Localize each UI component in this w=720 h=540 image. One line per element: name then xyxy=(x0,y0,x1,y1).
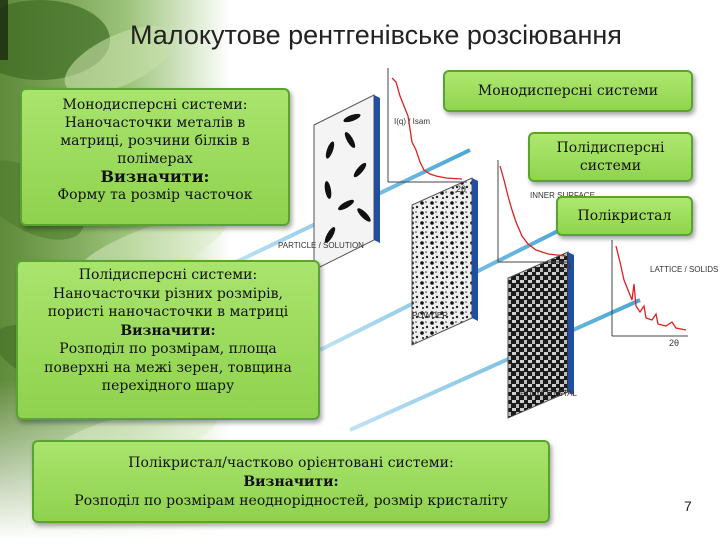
sample-panel-polycrystal xyxy=(507,251,574,419)
sample-label-particle: PARTICLE / SOLUTION xyxy=(278,241,364,250)
curve-1-xlabel: 2θ xyxy=(456,184,466,194)
poly-determine: Визначити: xyxy=(120,322,216,339)
label-polydisperse: Полідисперсні системи xyxy=(528,132,693,182)
label-polycrystal: Полікристал xyxy=(556,196,693,236)
mono-determine: Визначити: xyxy=(100,167,210,186)
page-title: Малокутове рентгенівське розсіювання xyxy=(130,20,622,50)
page-number: 7 xyxy=(684,498,692,514)
curve-3-ylabel: LATTICE / SOLIDS xyxy=(650,265,718,274)
poly-heading: Полідисперсні системи: xyxy=(78,267,258,283)
label-polydisperse-line1: Полідисперсні xyxy=(556,140,665,156)
sample-panel-monodisperse xyxy=(313,94,380,271)
curve-1-ylabel: I(q) / Isam xyxy=(394,117,430,126)
poly-line1: Наночасточки різних розмірів, xyxy=(53,285,283,302)
curve-2-xlabel: 2θ xyxy=(561,262,571,272)
label-monodisperse: Монодисперсні системи xyxy=(443,70,693,112)
cryst-determine: Визначити: xyxy=(243,474,339,490)
sample-label-powder: POWDER xyxy=(412,311,448,320)
scattering-curve-1 xyxy=(387,68,465,183)
curve-3-xlabel: 2θ xyxy=(669,338,679,348)
scattering-curve-3 xyxy=(611,240,688,337)
mono-task: Форму та розмір часточок xyxy=(57,187,253,203)
info-box-polydisperse: Полідисперсні системи: Наночасточки різн… xyxy=(16,260,320,420)
scattering-curve-2 xyxy=(497,160,570,263)
mono-heading: Монодисперсні системи: xyxy=(62,97,248,113)
xray-beam-3 xyxy=(349,298,641,432)
mono-line1: Наночасточки металів в xyxy=(64,115,246,131)
sample-panel-polydisperse xyxy=(411,177,478,346)
cryst-task: Розподіл по розмірам неоднорідностей, ро… xyxy=(74,493,508,509)
cryst-heading: Полікристал/частково орієнтовані системи… xyxy=(128,455,454,471)
mono-line3: полімерах xyxy=(117,151,193,167)
poly-line2: пористі наночасточки в матриці xyxy=(47,304,289,320)
poly-task3: перехідного шару xyxy=(101,378,235,394)
info-box-monodisperse: Монодисперсні системи: Наночасточки мета… xyxy=(20,88,290,226)
info-box-polycrystal: Полікристал/частково орієнтовані системи… xyxy=(32,440,550,523)
mono-line2: матриці, розчини білків в xyxy=(60,133,250,149)
sample-label-polycrystal: POLYCRYSTAL xyxy=(520,389,577,398)
poly-task2: поверхні на межі зерен, товщина xyxy=(44,359,292,376)
label-polydisperse-line2: системи xyxy=(579,158,642,174)
poly-task1: Розподіл по розмірам, площа xyxy=(59,341,277,357)
curve-2-ylabel: INNER SURFACE xyxy=(530,191,595,200)
